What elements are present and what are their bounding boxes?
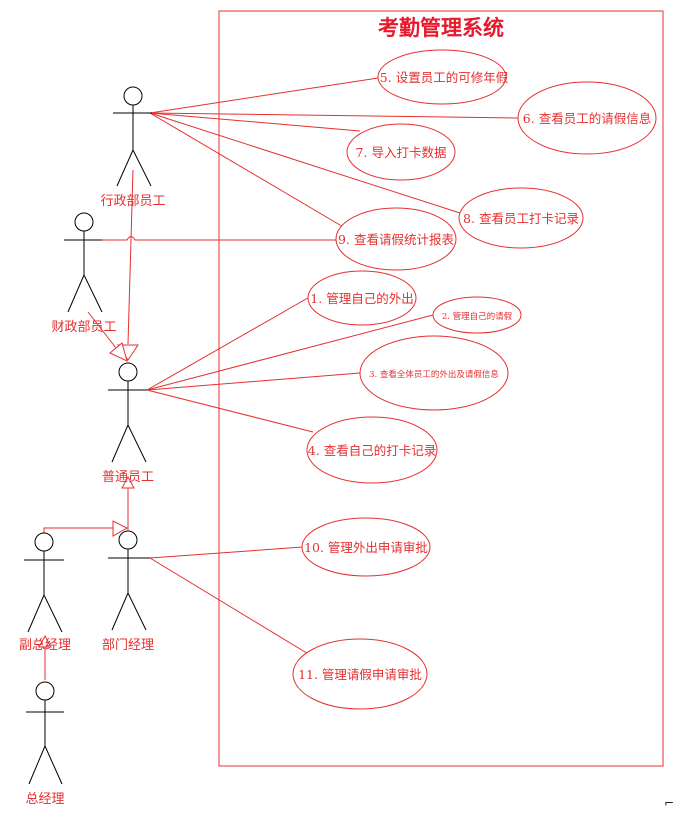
gen-finance-staff-arrow	[109, 342, 128, 362]
actor-leg	[44, 745, 63, 785]
use-case-uc5[interactable]: 5. 设置员工的可修年假	[377, 49, 509, 105]
assoc-staff-uc4	[146, 389, 314, 433]
use-case-uc8[interactable]: 8. 查看员工打卡记录	[458, 187, 584, 249]
use-case-uc9[interactable]: 9. 查看请假统计报表	[335, 207, 457, 271]
actor-vice-gm[interactable]	[24, 532, 64, 633]
use-case-uc4[interactable]: 4. 查看自己的打卡记录	[306, 416, 438, 484]
actor-dept-manager[interactable]	[108, 530, 150, 631]
use-case-uc11[interactable]: 11. 管理请假申请审批	[292, 638, 428, 710]
use-case-ellipse	[335, 207, 457, 271]
use-case-label: 5. 设置员工的可修年假	[380, 70, 509, 85]
text-cursor-icon: ⌐	[664, 796, 675, 810]
use-case-label: 9. 查看请假统计报表	[338, 232, 454, 247]
gen-vice-dept-arrow	[112, 520, 129, 537]
actor-gm[interactable]	[26, 681, 64, 785]
assoc-staff-uc1	[146, 294, 314, 391]
use-case-ellipse	[377, 49, 507, 105]
use-case-uc10[interactable]: 10. 管理外出申请审批	[301, 517, 431, 577]
actor-leg	[116, 149, 134, 187]
generalizations	[38, 169, 139, 680]
assoc-admin-uc7	[149, 112, 361, 132]
actor-finance[interactable]	[64, 212, 103, 313]
actor-leg	[83, 274, 103, 313]
use-case-ellipse	[292, 638, 428, 710]
actor-head	[74, 212, 94, 232]
use-case-label: 6. 查看员工的请假信息	[523, 111, 651, 126]
use-case-ellipse	[346, 123, 456, 181]
use-case-label: 11. 管理请假申请审批	[298, 667, 422, 682]
assoc-admin-uc8	[149, 112, 461, 214]
use-case-label: 7. 导入打卡数据	[356, 145, 447, 160]
use-case-label: 10. 管理外出申请审批	[304, 540, 428, 555]
gen-admin-staff-line	[127, 169, 134, 345]
assoc-dept-uc11	[149, 557, 311, 656]
use-case-ellipse	[301, 517, 431, 577]
actor-label-dept: 部门经理	[102, 638, 154, 653]
use-case-label: 2. 管理自己的请假	[442, 311, 513, 322]
actor-leg	[111, 424, 129, 463]
actor-head	[123, 86, 143, 106]
assoc-dept-uc10	[149, 546, 304, 559]
actor-leg	[67, 274, 85, 313]
system-boundary	[218, 10, 664, 767]
use-case-uc7[interactable]: 7. 导入打卡数据	[346, 123, 456, 181]
actor-label-vice-gm: 副总经理	[19, 638, 71, 653]
actor-leg	[127, 424, 147, 463]
use-case-ellipse	[458, 187, 584, 249]
use-case-ellipse	[517, 81, 657, 155]
actor-leg	[127, 592, 147, 631]
actor-label-admin: 行政部员工	[100, 194, 165, 209]
assoc-staff-uc2	[146, 314, 434, 391]
use-case-ellipse	[432, 296, 522, 334]
actor-leg	[132, 149, 152, 187]
actor-leg	[111, 592, 129, 631]
actor-staff[interactable]	[108, 362, 147, 463]
use-case-uc6[interactable]: 6. 查看员工的请假信息	[517, 81, 657, 155]
actor-head	[118, 362, 138, 382]
use-case-label: 4. 查看自己的打卡记录	[308, 443, 436, 458]
actor-head	[34, 532, 54, 552]
assoc-finance-uc9	[92, 236, 336, 241]
assoc-admin-uc9	[149, 112, 346, 229]
gen-vice-dept-line	[43, 527, 113, 538]
actor-leg	[43, 594, 63, 633]
actor-label-staff: 普通员工	[102, 470, 154, 485]
actor-label-finance: 财政部员工	[51, 320, 116, 335]
actor-admin[interactable]	[113, 86, 152, 187]
actor-head	[118, 530, 138, 550]
use-case-ellipse	[359, 335, 509, 411]
use-case-label: 3. 查看全体员工的外出及请假信息	[369, 369, 499, 380]
assoc-admin-uc5	[149, 77, 379, 114]
use-case-uc1[interactable]: 1. 管理自己的外出	[307, 270, 417, 326]
gen-gm-vice-arrow	[38, 634, 52, 648]
system-title: 考勤管理系统	[378, 15, 504, 40]
use-case-ellipse	[307, 270, 417, 326]
assoc-admin-uc6	[149, 112, 519, 119]
use-case-label: 8. 查看员工打卡记录	[463, 211, 579, 226]
actor-label-gm: 总经理	[25, 792, 64, 807]
gen-dept-staff-arrow	[121, 475, 135, 489]
gen-finance-staff-line	[87, 311, 117, 349]
use-case-uc2[interactable]: 2. 管理自己的请假	[432, 296, 522, 334]
actor-head	[35, 681, 55, 701]
assoc-staff-uc3	[146, 372, 361, 391]
use-case-label: 1. 管理自己的外出	[310, 291, 413, 306]
use-case-uc3[interactable]: 3. 查看全体员工的外出及请假信息	[359, 335, 509, 411]
associations	[92, 77, 519, 656]
actor-leg	[28, 745, 46, 785]
use-cases: 5. 设置员工的可修年假 6. 查看员工的请假信息 7. 导入打卡数据 8. 查…	[292, 49, 657, 710]
actors	[24, 86, 152, 785]
use-case-ellipse	[306, 416, 438, 484]
actor-leg	[27, 594, 45, 633]
